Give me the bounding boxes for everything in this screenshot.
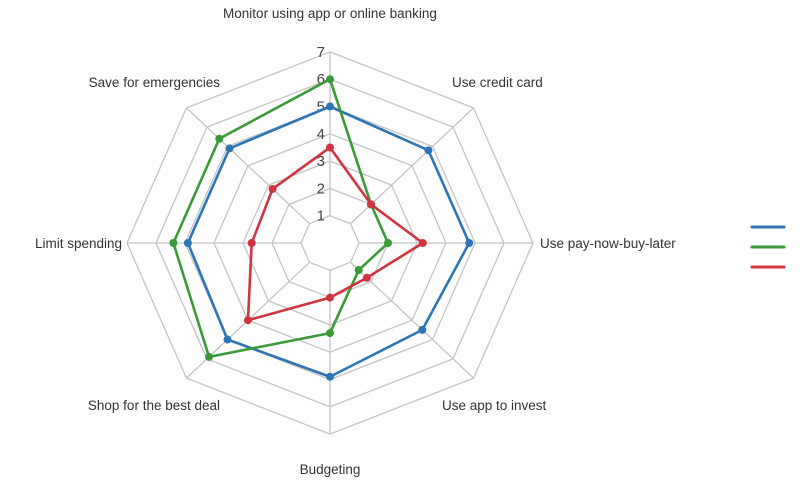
axis-label-shop-best-deal: Shop for the best deal [88, 398, 220, 413]
radial-tick-label: 5 [317, 99, 325, 116]
legend [750, 225, 786, 269]
axis-label-budgeting: Budgeting [300, 462, 361, 477]
radial-tick-label: 6 [317, 71, 325, 88]
data-point [465, 239, 474, 247]
radial-tick-label: 2 [317, 180, 325, 197]
data-point [418, 239, 427, 247]
axis-spoke [350, 261, 474, 379]
data-point [243, 316, 252, 325]
axis-label-limit-spending: Limit spending [35, 236, 122, 251]
radial-tick-label: 1 [317, 208, 325, 225]
radial-tick-label: 3 [317, 153, 325, 170]
radial-tick-labels: 1 2 3 4 5 6 7 [317, 44, 325, 225]
data-point [268, 184, 277, 193]
data-point [225, 144, 234, 153]
radial-tick-label: 7 [317, 44, 325, 61]
axis-label-invest: Use app to invest [442, 398, 547, 413]
data-point [205, 352, 214, 361]
data-point [169, 239, 178, 247]
data-point [326, 143, 334, 152]
axis-label-save-emergencies: Save for emergencies [89, 75, 221, 90]
data-point [384, 239, 392, 247]
data-point [326, 293, 334, 302]
data-point [215, 134, 224, 143]
data-point [326, 329, 334, 338]
data-point [223, 335, 232, 344]
axis-label-monitor: Monitor using app or online banking [223, 6, 437, 21]
axis-label-credit-card: Use credit card [452, 75, 543, 90]
axis-spoke [186, 107, 310, 225]
data-point [424, 146, 433, 155]
data-point [247, 239, 256, 247]
series-0 [183, 102, 474, 381]
data-point [362, 273, 371, 282]
data-point [326, 75, 334, 84]
grid-ring [300, 215, 360, 271]
data-point [367, 200, 376, 209]
data-point [326, 102, 334, 111]
data-series [169, 75, 474, 381]
data-point [326, 372, 334, 381]
series-2 [243, 143, 427, 325]
data-point [354, 266, 363, 275]
axis-label-pay-now-buy-later: Use pay-now-buy-later [540, 236, 676, 251]
data-point [183, 239, 192, 247]
data-point [418, 325, 427, 334]
radial-tick-label: 4 [317, 126, 325, 143]
series-outline [246, 146, 425, 322]
